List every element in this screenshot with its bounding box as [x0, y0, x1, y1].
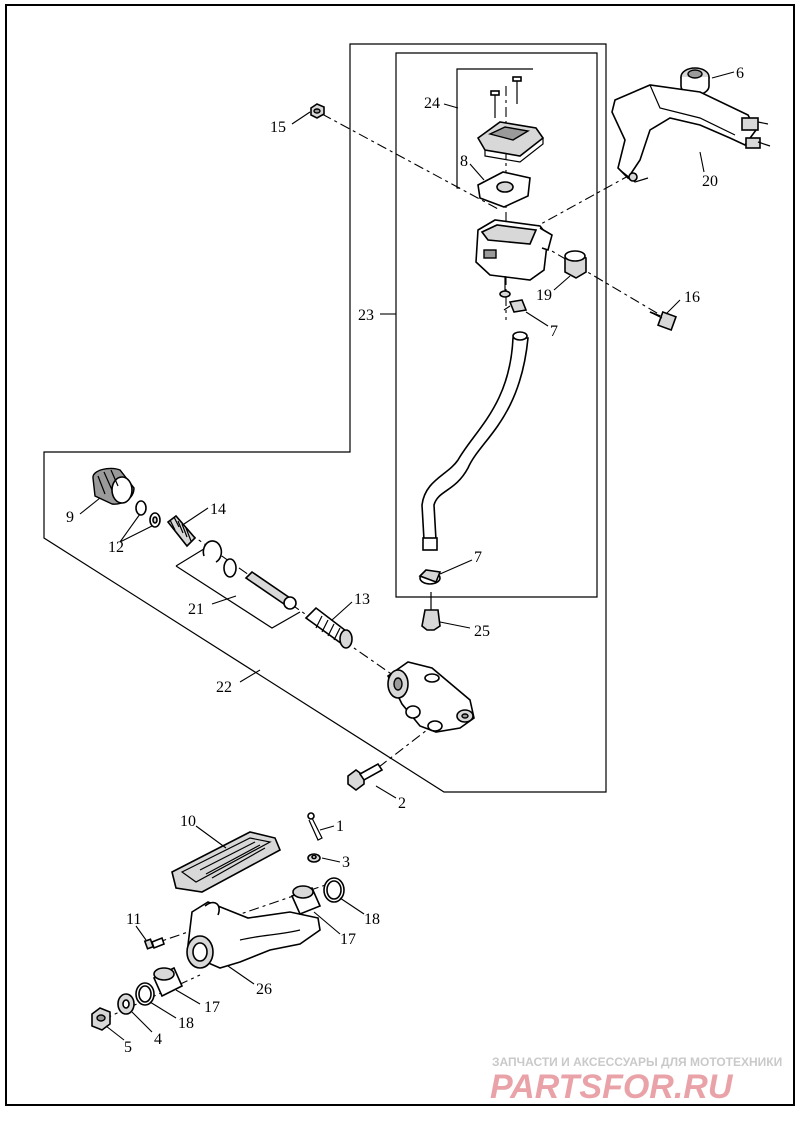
hose-clamp-part-7-upper: [503, 299, 528, 313]
clevis-pin-part-11: [143, 936, 165, 950]
centerline-16: [539, 243, 663, 317]
leader-25: [439, 621, 471, 629]
leader-17a: [313, 911, 341, 935]
leader-21: [211, 595, 237, 605]
page-frame: [5, 4, 795, 1106]
centerline-15: [321, 113, 501, 211]
nut-part-15: [310, 103, 325, 119]
callout-7-upper: 7: [550, 323, 558, 340]
rubber-boot-part-9: [92, 467, 135, 505]
nut-part-5: [91, 1007, 111, 1031]
footpad-part-10: [171, 831, 282, 893]
callout-25: 25: [474, 623, 490, 640]
leader-7b: [439, 559, 473, 575]
diaphragm-part-8: [477, 171, 531, 208]
bracket-part-20: [611, 84, 771, 183]
callout-20: 20: [702, 173, 718, 190]
callout-21: 21: [188, 601, 204, 618]
leader-6: [711, 71, 735, 79]
callout-11: 11: [126, 911, 141, 928]
leader-5: [105, 1025, 125, 1041]
screw-part-24-b: [512, 76, 522, 104]
leader-16: [665, 299, 681, 315]
callout-23: 23: [358, 307, 374, 324]
leader-22: [239, 669, 261, 683]
callout-13: 13: [354, 591, 370, 608]
callout-2: 2: [398, 795, 406, 812]
callout-7-lower: 7: [474, 549, 482, 566]
callout-22: 22: [216, 679, 232, 696]
master-cylinder-part-22: [386, 661, 475, 733]
leader-20: [699, 151, 705, 173]
centerline-pivot: [101, 974, 201, 1021]
washer-part-4: [117, 993, 135, 1015]
cotter-pin-part-1: [307, 812, 323, 841]
watermark-tagline: ЗАПЧАСТИ И АКСЕССУАРЫ ДЛЯ МОТОТЕХНИКИ: [492, 1055, 782, 1069]
reservoir-hose: [421, 331, 529, 551]
centerline-20: [529, 174, 631, 231]
leader-8: [469, 163, 485, 181]
callout-8: 8: [460, 153, 468, 170]
leader-18b: [149, 1001, 177, 1019]
callout-12: 12: [108, 539, 124, 556]
callout-6: 6: [736, 65, 744, 82]
bolt-part-2: [347, 762, 384, 791]
pedal-arm-part-26: [186, 901, 321, 969]
callout-24: 24: [424, 95, 440, 112]
leader-26: [227, 965, 255, 985]
assembly-23-outline: [395, 52, 598, 598]
leader-18a: [339, 897, 365, 915]
callout-9: 9: [66, 509, 74, 526]
spring-part-14: [166, 514, 197, 548]
callout-17-left: 17: [204, 999, 220, 1016]
leader-2: [375, 785, 397, 799]
reservoir-body-part-23: [475, 219, 553, 298]
leader-12: [119, 513, 153, 543]
reservoir-cover-part-24: [476, 121, 545, 163]
leader-7a: [525, 311, 549, 327]
piston-part-13: [304, 606, 353, 649]
callout-10: 10: [180, 813, 196, 830]
callout-18-right: 18: [364, 911, 380, 928]
screw-part-24-a: [490, 90, 500, 118]
leader-14: [183, 507, 209, 525]
callout-15: 15: [270, 119, 286, 136]
pushrod-assembly-part-21: [202, 540, 297, 610]
callout-18-left: 18: [178, 1015, 194, 1032]
hose-clamp-part-7-lower: [418, 569, 442, 585]
leader-4: [131, 1011, 153, 1033]
oring-part-18-right: [323, 877, 345, 903]
watermark-brand-logo: PARTSFOR.RU: [490, 1068, 734, 1106]
leader-24: [443, 103, 459, 109]
leader-13: [331, 601, 353, 621]
bushing-part-17-left: [152, 966, 184, 998]
leader-15: [291, 111, 311, 125]
assembly-22-outline: [43, 43, 607, 793]
leader-11: [135, 925, 147, 941]
oring-part-18-left: [135, 982, 155, 1006]
washer-part-3: [307, 853, 321, 863]
leader-1: [319, 825, 335, 831]
callout-4: 4: [154, 1031, 162, 1048]
callout-26: 26: [256, 981, 272, 998]
callout-14: 14: [210, 501, 226, 518]
bolt-part-16: [649, 311, 677, 331]
fitting-part-25: [421, 592, 441, 631]
callout-17-right: 17: [340, 931, 356, 948]
callout-19: 19: [536, 287, 552, 304]
bushing-part-19: [564, 250, 587, 279]
bushing-part-17-right: [290, 885, 322, 916]
centerline-pedal: [149, 879, 341, 946]
callout-5: 5: [124, 1039, 132, 1056]
callout-16: 16: [684, 289, 700, 306]
callout-1: 1: [336, 818, 344, 835]
leader-3: [321, 857, 341, 863]
leader-17b: [175, 989, 201, 1005]
leader-9: [79, 497, 101, 515]
retaining-rings-part-12: [135, 500, 161, 528]
callout-3: 3: [342, 854, 350, 871]
leader-19: [553, 275, 571, 291]
leader-10: [195, 825, 227, 849]
